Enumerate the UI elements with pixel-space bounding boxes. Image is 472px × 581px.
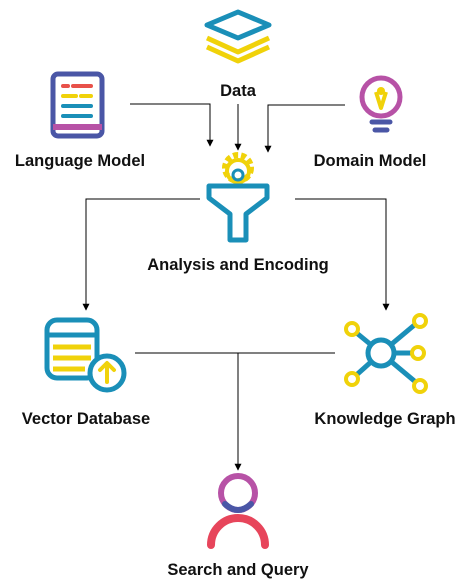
- node-knowledge-graph-label: Knowledge Graph: [314, 410, 455, 428]
- node-vector-database-label: Vector Database: [22, 410, 150, 428]
- edge-analysis-graph: [295, 198, 390, 311]
- gear-funnel-icon: [206, 152, 270, 243]
- user-icon: [207, 473, 269, 549]
- connectors: [82, 103, 390, 471]
- node-data-label: Data: [220, 82, 257, 100]
- node-domain-model: Domain Model: [314, 75, 427, 170]
- edge-language-analysis: [130, 103, 214, 147]
- node-analysis: Analysis and Encoding: [147, 152, 329, 274]
- node-vector-database: Vector Database: [22, 317, 150, 428]
- layers-stack-icon: [204, 9, 272, 64]
- node-data: Data: [204, 9, 272, 100]
- lightbulb-icon: [359, 75, 403, 133]
- network-graph-icon: [344, 313, 428, 394]
- document-lines-icon: [50, 71, 105, 139]
- node-analysis-label: Analysis and Encoding: [147, 256, 329, 274]
- edge-domain-analysis: [264, 104, 345, 153]
- database-upload-icon: [44, 317, 127, 393]
- node-knowledge-graph: Knowledge Graph: [314, 313, 456, 428]
- node-search: Search and Query: [167, 473, 309, 579]
- node-domain-model-label: Domain Model: [314, 152, 427, 170]
- node-language-model-label: Language Model: [15, 152, 145, 170]
- edge-analysis-vector: [82, 198, 200, 311]
- node-language-model: Language Model: [15, 71, 145, 170]
- node-search-label: Search and Query: [167, 561, 309, 579]
